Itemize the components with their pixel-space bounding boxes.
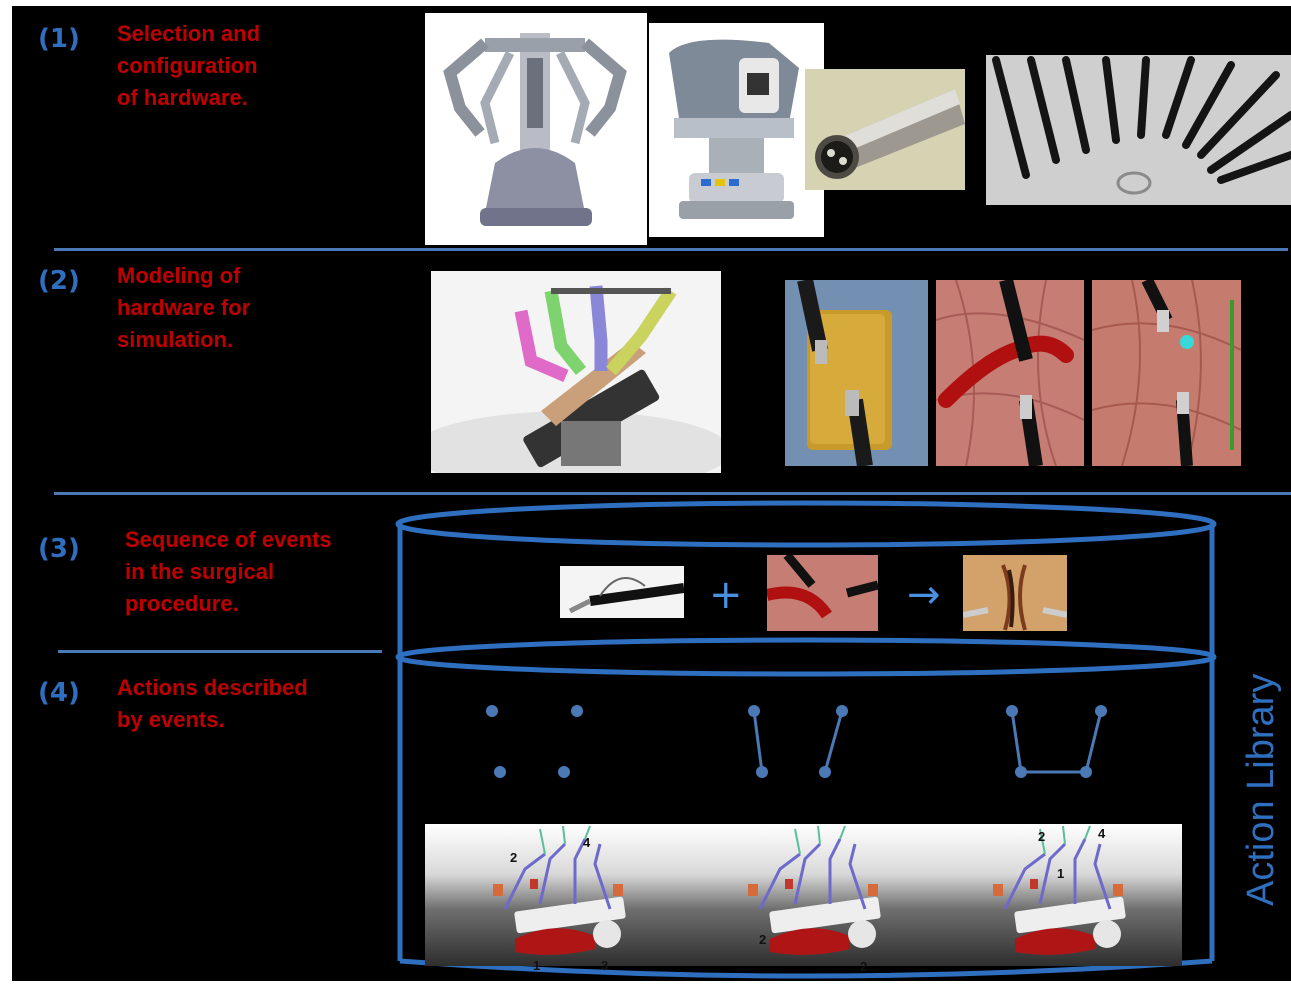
scene-3-label-1: 1 (1057, 866, 1064, 881)
sim-task-tissue-image (1092, 280, 1241, 466)
step-4-line-1: Actions described (117, 672, 308, 704)
step-4-text: Actions described by events. (117, 672, 308, 736)
step-1-text: Selection and configuration of hardware. (117, 18, 260, 114)
step-1-line-1: Selection and (117, 18, 260, 50)
step-4-number: (4) (38, 678, 80, 708)
scene-3-label-4: 4 (1098, 826, 1105, 841)
action-graphs (472, 696, 1132, 791)
step-1-line-2: configuration (117, 50, 260, 82)
separator-1 (54, 248, 1288, 251)
event-instrument-image (560, 566, 684, 618)
step-3-number: (3) (38, 534, 80, 564)
scene-1-label-2: 2 (510, 850, 517, 865)
scene-1-label-1: 1 (533, 958, 540, 973)
step-2-line-3: simulation. (117, 324, 250, 356)
step-2-line-1: Modeling of (117, 260, 250, 292)
figure-canvas: (1) Selection and configuration of hardw… (12, 6, 1291, 981)
robot-scenes-strip (425, 824, 1182, 966)
action-graph-2 (748, 705, 848, 778)
step-2-number: (2) (38, 266, 80, 296)
arrow-operator: → (907, 572, 941, 618)
sim-task-pegboard-image (785, 280, 928, 466)
step-3-line-3: procedure. (125, 588, 332, 620)
scene-2-label-2b: 2 (860, 959, 867, 974)
separator-3 (58, 650, 382, 653)
step-2-line-2: hardware for (117, 292, 250, 324)
patient-side-cart-image (425, 13, 647, 245)
plus-operator: + (709, 572, 743, 618)
step-3-line-1: Sequence of events (125, 524, 332, 556)
endoscope-tip-image (805, 69, 965, 190)
step-1-number: (1) (38, 24, 80, 54)
scene-1-label-4: 4 (583, 835, 590, 850)
sim-task-vessel-image (936, 280, 1084, 466)
step-3-text: Sequence of events in the surgical proce… (125, 524, 332, 620)
action-library-label: Action Library (1240, 674, 1283, 906)
separator-2 (54, 492, 1291, 495)
scene-1-label-3: 3 (601, 958, 608, 973)
step-4-line-2: by events. (117, 704, 308, 736)
event-result-image (963, 555, 1067, 631)
surgeon-console-image (649, 23, 824, 237)
event-vessel-image (767, 555, 878, 631)
robot-simulation-model-image (431, 271, 721, 473)
step-2-text: Modeling of hardware for simulation. (117, 260, 250, 356)
scene-2-label-2a: 2 (759, 932, 766, 947)
scene-3-label-2: 2 (1038, 829, 1045, 844)
action-graph-3 (1006, 705, 1107, 778)
action-graph-1 (486, 705, 583, 778)
step-1-line-3: of hardware. (117, 82, 260, 114)
surgical-instruments-image (986, 55, 1291, 205)
step-3-line-2: in the surgical (125, 556, 332, 588)
